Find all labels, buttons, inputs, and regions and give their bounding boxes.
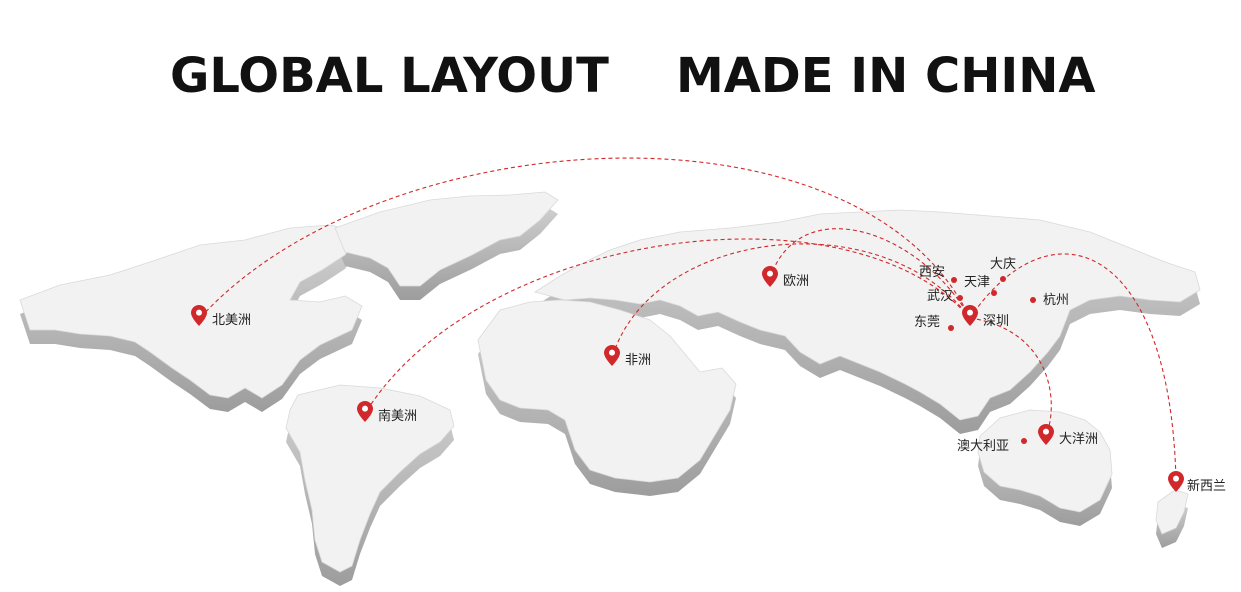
label-hangzhou: 杭州 <box>1043 293 1069 308</box>
city-dot-icon <box>991 290 997 296</box>
labels: 北美洲 南美洲 非洲 欧洲 深圳 大洋洲 新西兰 西安 天津 大庆 武汉 杭州 … <box>212 257 1226 494</box>
eurasia-landmass <box>534 209 1201 421</box>
label-wuhan: 武汉 <box>927 289 953 304</box>
label-australia: 澳大利亚 <box>957 438 1009 454</box>
label-daqing: 大庆 <box>990 257 1016 272</box>
city-dot-icon <box>948 325 954 331</box>
north-america-landmass <box>19 224 363 399</box>
map-pin-icon <box>1168 471 1184 492</box>
continents <box>19 191 1201 586</box>
route-europe <box>769 228 971 319</box>
label-north-america: 北美洲 <box>212 313 251 328</box>
australia-landmass <box>977 409 1113 513</box>
label-dongguan: 东莞 <box>914 315 940 330</box>
label-europe: 欧洲 <box>783 274 809 289</box>
title-global-layout: GLOBAL LAYOUT <box>170 48 609 104</box>
route-africa <box>611 243 971 359</box>
label-tianjin: 天津 <box>964 275 990 290</box>
africa-landmass <box>477 299 737 483</box>
south-america-landmass <box>285 384 455 573</box>
greenland-landmass <box>334 191 559 287</box>
city-dot-icon <box>957 295 963 301</box>
label-xian: 西安 <box>919 265 945 280</box>
route-south-america <box>365 238 971 413</box>
city-dot-icon <box>1021 438 1027 444</box>
city-dot-icon <box>1030 297 1036 303</box>
label-africa: 非洲 <box>625 353 651 368</box>
label-shenzhen: 深圳 <box>983 314 1009 329</box>
city-dot-icon <box>951 277 957 283</box>
title-made-in-china: MADE IN CHINA <box>676 48 1096 104</box>
city-dot-icon <box>1000 276 1006 282</box>
label-south-america: 南美洲 <box>378 408 417 424</box>
label-oceania: 大洋洲 <box>1059 432 1098 447</box>
route-oceania <box>969 317 1052 437</box>
route-north-america <box>199 157 971 319</box>
label-new-zealand: 新西兰 <box>1187 478 1226 494</box>
city-dots <box>948 276 1036 444</box>
